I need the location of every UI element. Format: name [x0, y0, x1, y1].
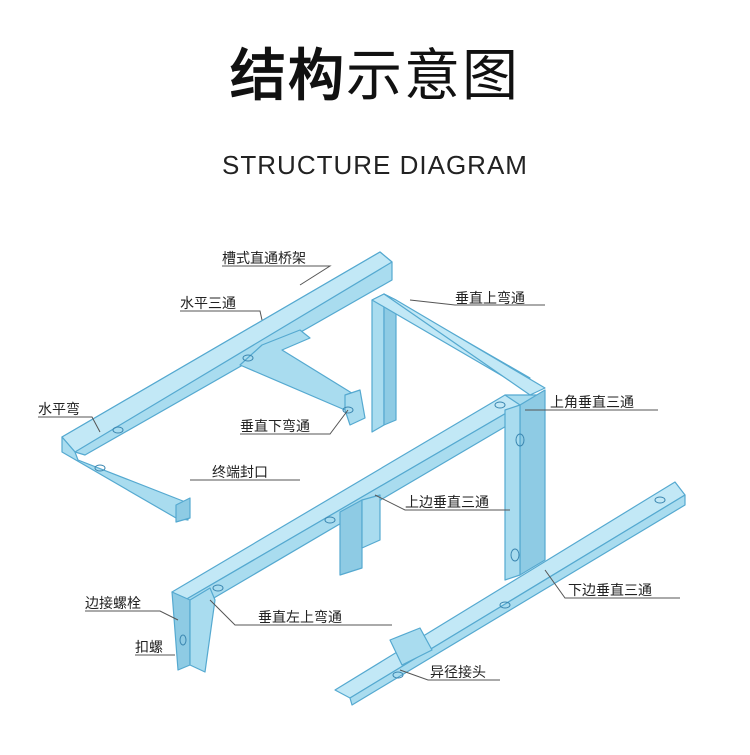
bolt-hole: [212, 584, 224, 592]
left-elbow-front: [171, 591, 191, 671]
leader-reducer: [399, 669, 500, 681]
label-horizontal-tee: 水平三通: [180, 296, 236, 312]
bolt-hole: [499, 601, 511, 609]
page-title: 结构示意图: [0, 42, 750, 112]
label-end-cap: 终端封口: [212, 465, 268, 481]
bolt-hole: [94, 464, 106, 472]
label-upper-corner-tee: 上角垂直三通: [550, 395, 634, 411]
label-straight-tray: 槽式直通桥架: [222, 251, 306, 267]
label-vertical-up-elbow: 垂直上弯通: [455, 291, 525, 307]
leader-upper-side-tee: [374, 494, 510, 511]
label-left-up-elbow: 垂直左上弯通: [258, 610, 342, 626]
bolt-hole: [392, 671, 404, 679]
end-cap-face: [175, 497, 191, 523]
title-light: 示意图: [346, 44, 520, 109]
leader-left-up-elbow: [209, 599, 392, 626]
bolt-hole: [242, 354, 254, 362]
right-post-front: [519, 389, 546, 576]
leader-lines: [38, 265, 680, 681]
bolt-hole: [510, 548, 520, 562]
label-upper-side-tee: 上边垂直三通: [405, 495, 489, 511]
riser-left: [371, 293, 385, 433]
leader-straight-tray: [222, 265, 332, 286]
label-reducer: 异径接头: [430, 665, 486, 681]
main-long-tray: [171, 394, 521, 673]
lower-long-tray: [334, 481, 686, 706]
page-subtitle: STRUCTURE DIAGRAM: [222, 150, 528, 180]
bolt-hole: [324, 516, 336, 524]
upper-run-top: [383, 293, 546, 396]
label-vertical-down-elbow: 垂直下弯通: [240, 419, 310, 435]
bolt-hole: [494, 401, 506, 409]
left-elbow-side: [189, 587, 216, 673]
right-post: [504, 389, 546, 581]
tee-branch-shape: [239, 329, 356, 411]
leader-lower-side-tee: [544, 569, 680, 599]
leader-horizontal-elbow: [38, 416, 101, 433]
reducer-block: [389, 627, 433, 666]
riser-front: [383, 293, 397, 426]
bolt-hole: [654, 496, 666, 504]
lower-tray-side: [349, 494, 686, 706]
upper-tee-leg: [339, 499, 363, 576]
upper-tee-leg-side: [361, 494, 381, 549]
title-bold: 结构: [230, 44, 346, 109]
leader-vertical-down-elbow: [240, 409, 349, 435]
leader-horizontal-tee: [180, 310, 263, 321]
label-edge-bolt: 边接螺栓: [85, 596, 141, 612]
label-buckle-nut: 扣螺: [135, 640, 163, 656]
right-post-side: [504, 404, 521, 581]
bolt-hole: [112, 426, 124, 434]
straight-tray-top: [61, 251, 393, 453]
label-horizontal-elbow: 水平弯: [38, 402, 80, 418]
bolt-hole: [179, 634, 187, 646]
upper-left-tray: [61, 251, 393, 523]
bolt-hole: [515, 433, 525, 447]
bolt-hole: [342, 406, 354, 414]
leader-vertical-up-elbow: [409, 299, 545, 306]
label-lower-side-tee: 下边垂直三通: [568, 583, 652, 599]
leader-edge-bolt: [85, 610, 179, 621]
bolt-holes: [94, 354, 666, 679]
